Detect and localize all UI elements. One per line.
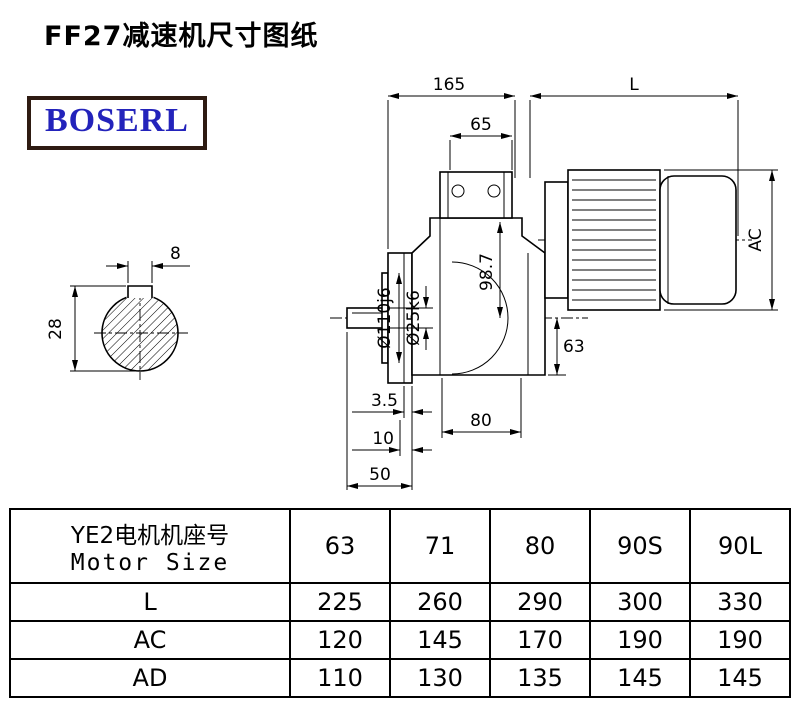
cell: 260 — [389, 582, 491, 622]
dim-10: 10 — [352, 420, 432, 456]
gearbox-housing — [411, 217, 546, 376]
cell: 130 — [389, 658, 491, 698]
cell: 330 — [689, 582, 791, 622]
cell: 145 — [589, 658, 691, 698]
dim-110-label: Ø110j6 — [375, 287, 395, 348]
main-view — [330, 169, 752, 384]
housing-bore-arc — [451, 261, 509, 375]
cell: 290 — [489, 582, 591, 622]
dim-65-label: 65 — [470, 115, 492, 135]
cell: 300 — [589, 582, 691, 622]
dim-50-label: 50 — [369, 465, 391, 485]
bolt-hole — [451, 184, 465, 198]
page-title: FF27减速机尺寸图纸 — [44, 21, 319, 52]
dim-3-5-label: 3.5 — [371, 391, 398, 411]
cell: 225 — [289, 582, 391, 622]
dim-165-label: 165 — [433, 75, 465, 95]
dim-key-width-label: 8 — [170, 244, 181, 264]
dim-key-height-label: 28 — [46, 318, 66, 340]
motor-size-header-cell: YE2电机机座号 Motor Size — [9, 508, 291, 584]
cell: 170 — [489, 620, 591, 660]
motor — [544, 169, 737, 311]
dim-98-7-label: 98.7 — [477, 253, 497, 291]
dim-65: 65 — [449, 115, 513, 170]
dimension-table: YE2电机机座号 Motor Size 63 71 80 90S 90L L 2… — [9, 508, 791, 698]
row-label: AC — [9, 620, 291, 660]
table-row-AD: AD 110 130 135 145 145 — [9, 658, 791, 698]
motor-adapter — [544, 181, 569, 299]
motor-size-header-cn: YE2电机机座号 — [70, 523, 230, 549]
row-label: L — [9, 582, 291, 622]
dim-110: Ø110j6 — [375, 273, 402, 363]
dim-key-height: 28 — [46, 285, 140, 372]
dim-50: 50 — [346, 332, 412, 490]
cell: 190 — [689, 620, 791, 660]
dimensions: 165 L 65 AC 98.7 — [346, 75, 778, 490]
dim-25: Ø25k6 — [390, 286, 433, 350]
technical-drawing: 8 28 — [46, 75, 778, 490]
dim-AC-label: AC — [746, 228, 766, 251]
motor-fan-cover — [659, 175, 737, 305]
table-row-L: L 225 260 290 300 330 — [9, 582, 791, 622]
col-header: 63 — [289, 508, 391, 584]
cell: 120 — [289, 620, 391, 660]
cell: 110 — [289, 658, 391, 698]
dim-10-label: 10 — [372, 429, 394, 449]
cell: 145 — [689, 658, 791, 698]
dim-L-label: L — [629, 75, 639, 95]
dim-3-5: 3.5 — [352, 386, 432, 418]
brand-logo: BOSERL — [27, 96, 207, 150]
dim-AC: AC — [664, 169, 778, 311]
cell: 135 — [489, 658, 591, 698]
motor-cooling-fins — [572, 179, 656, 301]
table-row-AC: AC 120 145 170 190 190 — [9, 620, 791, 660]
col-header: 71 — [389, 508, 491, 584]
col-header: 90L — [689, 508, 791, 584]
dim-key-width: 8 — [106, 244, 190, 283]
dim-63-label: 63 — [563, 337, 585, 357]
dim-80-label: 80 — [470, 411, 492, 431]
table-header-row: YE2电机机座号 Motor Size 63 71 80 90S 90L — [9, 508, 791, 584]
dim-98-7: 98.7 — [477, 222, 503, 318]
cell: 190 — [589, 620, 691, 660]
dim-25-label: Ø25k6 — [404, 290, 424, 346]
dim-165: 165 — [387, 75, 516, 249]
col-header: 90S — [589, 508, 691, 584]
shaft-section — [101, 294, 179, 372]
bolt-hole — [487, 184, 501, 198]
row-label: AD — [9, 658, 291, 698]
cell: 145 — [389, 620, 491, 660]
motor-size-header-en: Motor Size — [70, 550, 230, 576]
dim-80: 80 — [441, 378, 522, 438]
dim-L: L — [529, 75, 739, 236]
dim-63: 63 — [548, 318, 585, 376]
shaft-end-view: 8 28 — [46, 244, 190, 380]
col-header: 80 — [489, 508, 591, 584]
gearbox-top-section — [439, 171, 513, 219]
